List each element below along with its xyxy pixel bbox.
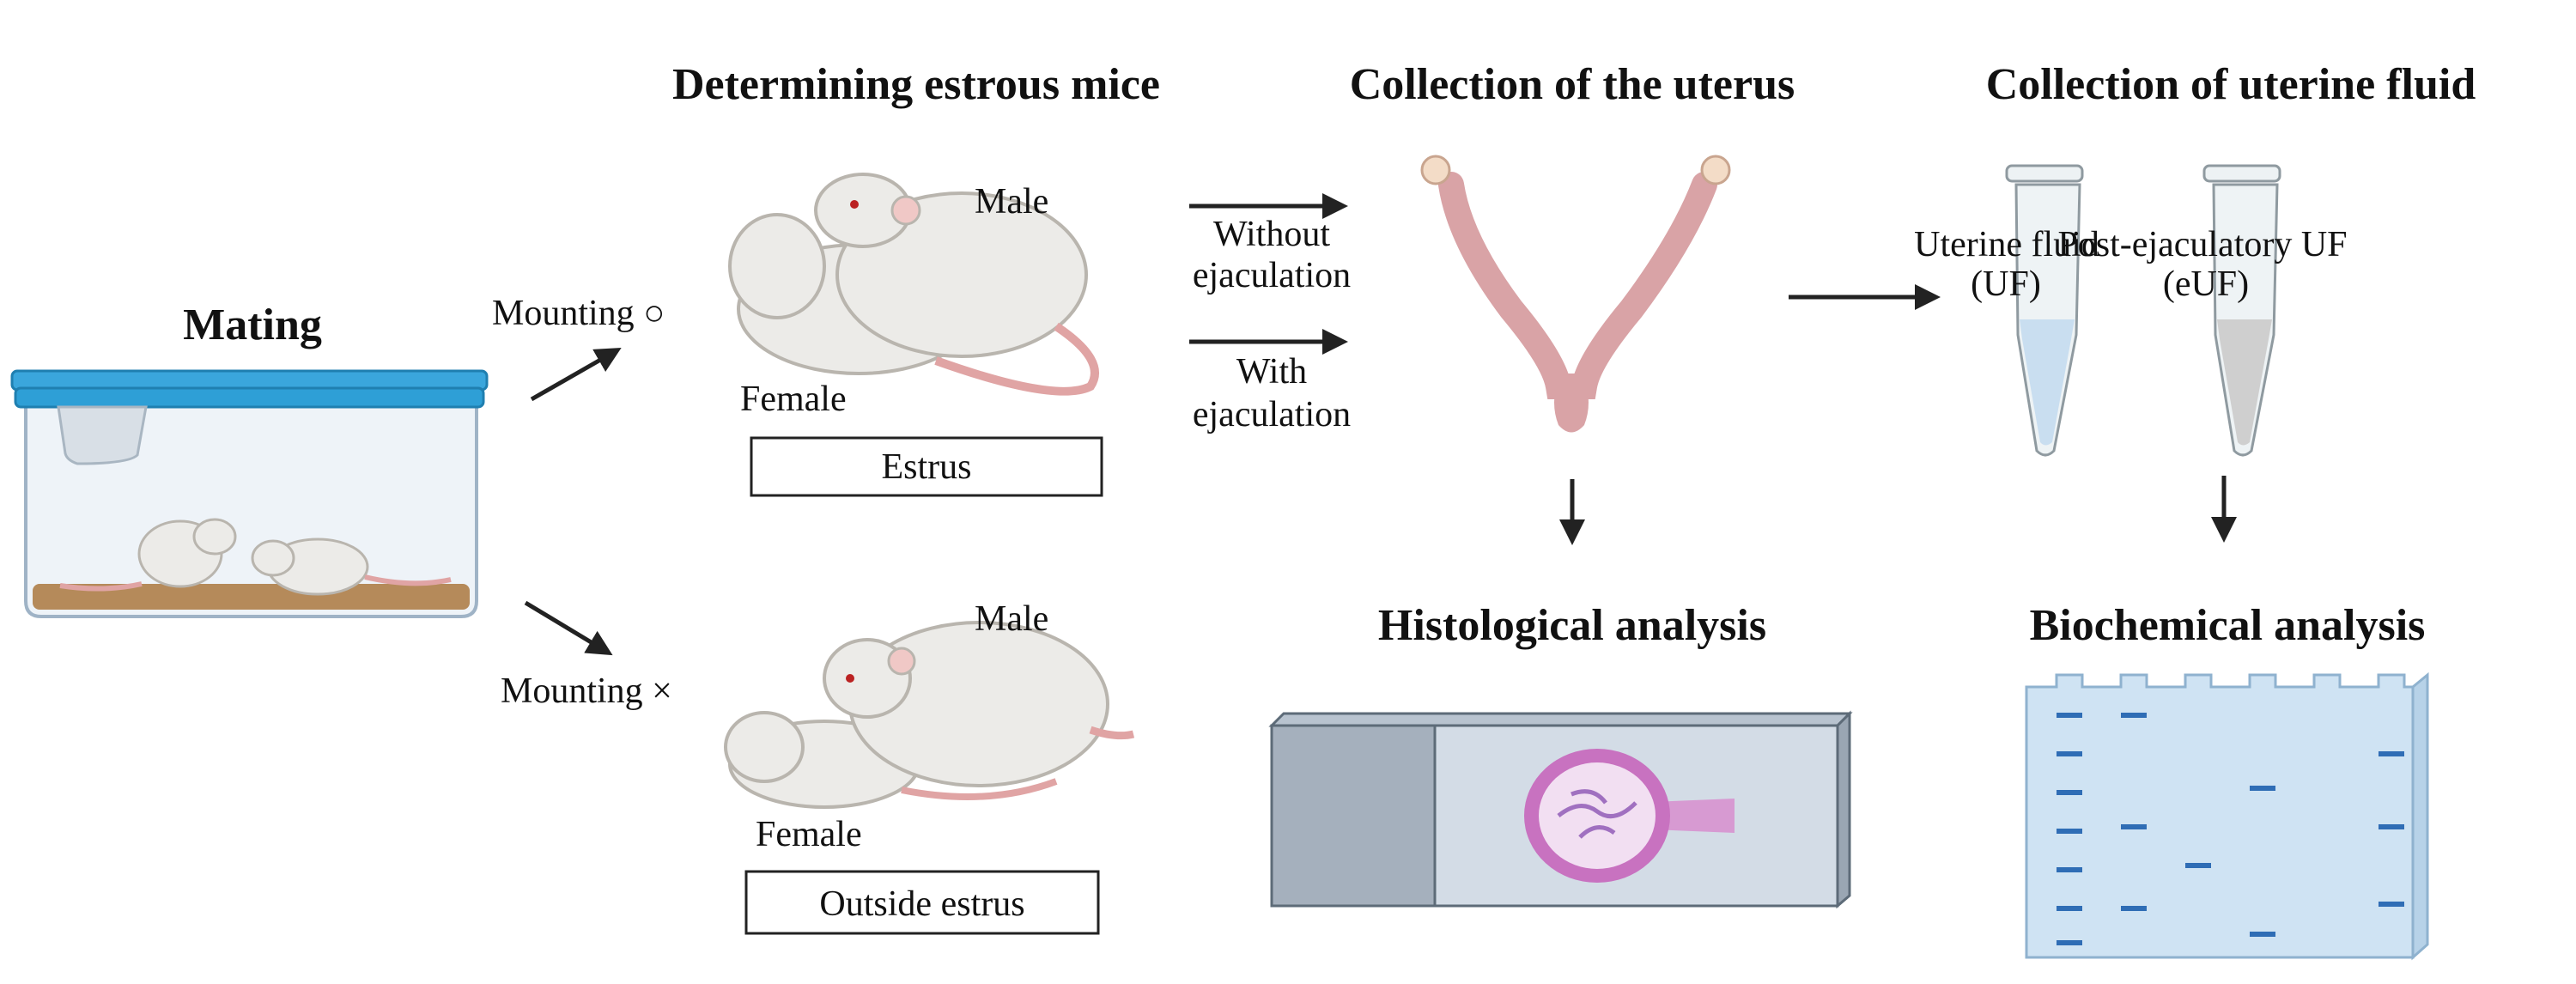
gel-band (2057, 790, 2082, 795)
gel-band (2057, 867, 2082, 872)
gel-band (2057, 829, 2082, 834)
label-female-upper: Female (740, 380, 847, 419)
label-outside-estrus: Outside estrus (819, 884, 1024, 924)
title-mating: Mating (183, 301, 322, 349)
label-uf-1: Uterine fluid (1914, 225, 2099, 264)
gel-band (2057, 713, 2082, 718)
arrow-mounting-no (524, 600, 613, 656)
label-euf-1: Post-ejaculatory UF (2057, 225, 2347, 264)
gel-band (2121, 906, 2147, 911)
label-mounting-yes: Mounting ○ (492, 294, 665, 333)
title-determining: Determining estrous mice (672, 60, 1160, 109)
gel-band (2121, 824, 2147, 829)
uterus-illustration (1420, 155, 1731, 433)
label-female-lower: Female (756, 815, 862, 854)
gel-band (2379, 902, 2404, 907)
histology-slide-illustration (1268, 710, 1853, 909)
label-without-2: ejaculation (1193, 256, 1351, 295)
tube-euf-illustration (2202, 164, 2281, 457)
tube-uf-illustration (2005, 164, 2084, 457)
mouse-cage-illustration (10, 369, 489, 618)
title-fluid: Collection of uterine fluid (1986, 60, 2476, 109)
gel-band (2379, 751, 2404, 756)
label-estrus: Estrus (882, 447, 972, 487)
label-without-1: Without (1213, 215, 1330, 254)
arrow-mounting-yes (530, 348, 622, 402)
gel-band (2379, 824, 2404, 829)
gel-band (2250, 786, 2275, 791)
gel-band (2057, 940, 2082, 945)
label-euf-2: (eUF) (2163, 264, 2249, 304)
label-with-1: With (1236, 352, 1307, 392)
estrus-box (750, 436, 1103, 497)
title-histology: Histological analysis (1378, 601, 1766, 650)
mating-mice-lower-illustration (724, 621, 1135, 809)
gel-band (2057, 906, 2082, 911)
mating-mice-upper-illustration (728, 173, 1099, 396)
gel-band (2057, 751, 2082, 756)
label-mounting-no: Mounting × (501, 671, 672, 711)
label-male-lower: Male (975, 599, 1048, 639)
gel-band (2185, 863, 2211, 868)
gel-band (2121, 713, 2147, 718)
gel-electrophoresis-illustration (2025, 671, 2429, 961)
label-uf-2: (UF) (1971, 264, 2041, 304)
gel-band (2250, 932, 2275, 937)
label-with-2: ejaculation (1193, 395, 1351, 434)
title-biochem: Biochemical analysis (2030, 601, 2426, 650)
title-uterus: Collection of the uterus (1350, 60, 1795, 109)
outside-estrus-box (744, 870, 1100, 935)
label-male-upper: Male (975, 182, 1048, 222)
